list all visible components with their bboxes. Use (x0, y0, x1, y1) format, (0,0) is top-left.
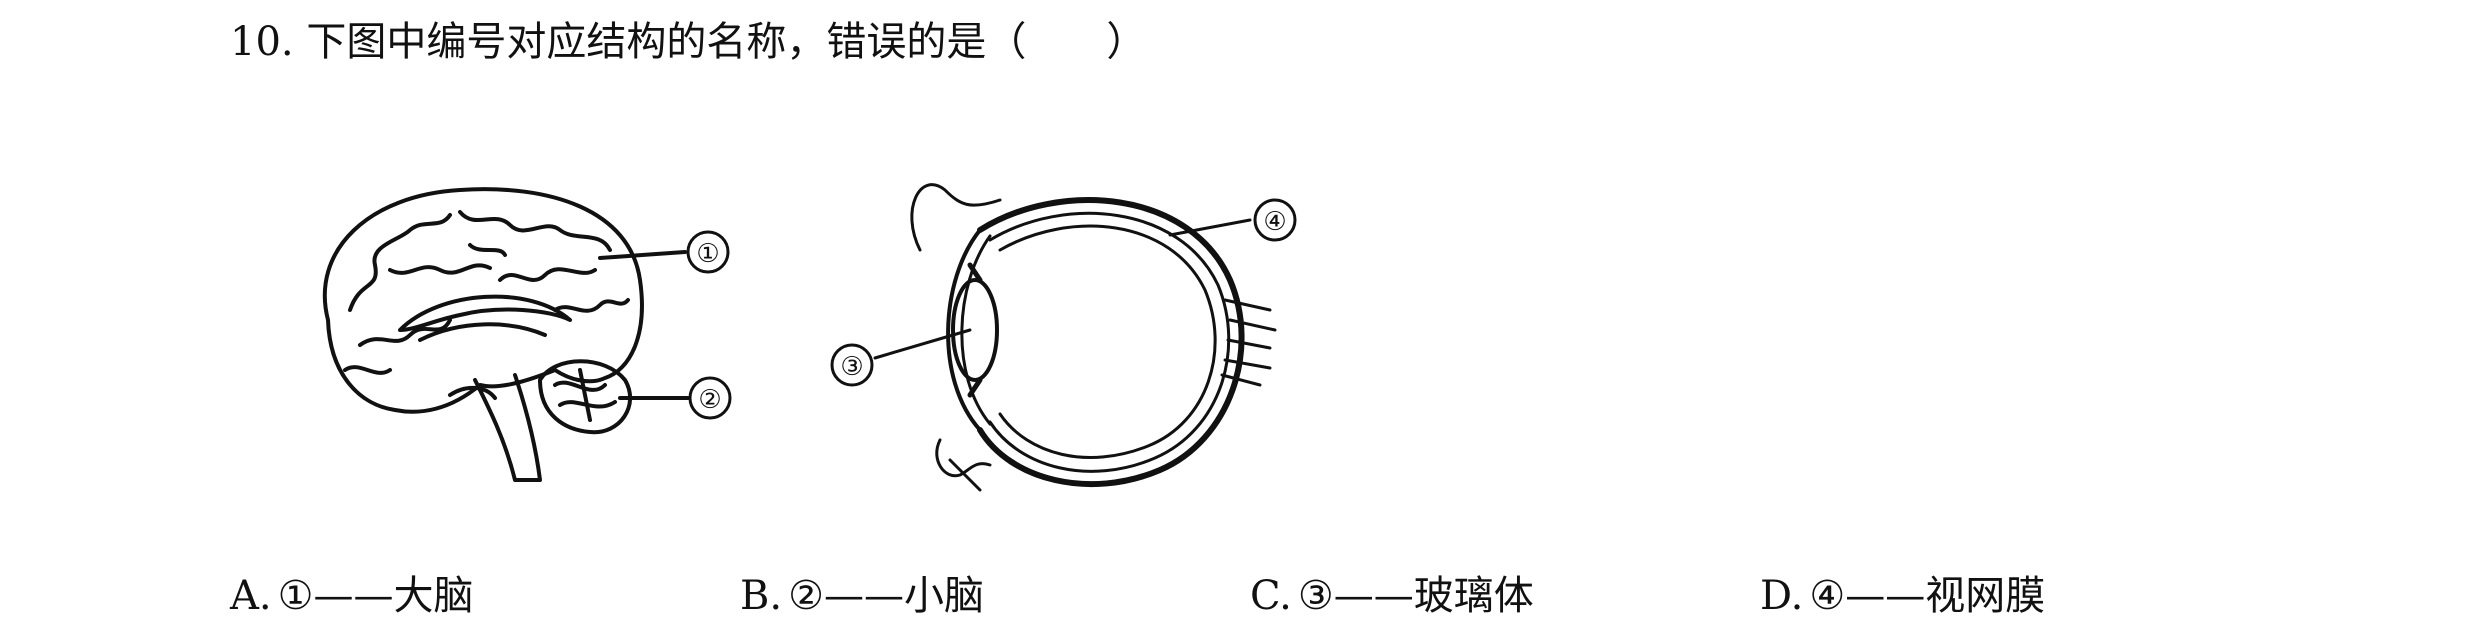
optic-nerve (1225, 300, 1270, 310)
brain-label-1: ① (696, 239, 719, 269)
option-b-text: ②——小脑 (788, 573, 984, 619)
option-a[interactable]: A.①——大脑 (230, 568, 473, 624)
option-b[interactable]: B.②——小脑 (740, 568, 984, 624)
option-c-letter: C. (1250, 573, 1292, 619)
option-a-letter: A. (230, 573, 272, 619)
retina (1000, 226, 1215, 457)
cerebrum-outline (325, 189, 642, 412)
option-b-letter: B. (740, 573, 782, 619)
option-d-text: ④——视网膜 (1809, 573, 2045, 619)
question-stem: 10. 下图中编号对应结构的名称，错误的是（ ） (230, 14, 1146, 70)
sclera (980, 200, 1242, 484)
brain-diagram: ① ② (300, 170, 740, 520)
question-text: 下图中编号对应结构的名称，错误的是（ ） (306, 19, 1146, 65)
answer-options: A.①——大脑 B.②——小脑 C.③——玻璃体 D.④——视网膜 (0, 568, 2480, 628)
eye-diagram: ③ ④ (830, 170, 1310, 500)
option-d-letter: D. (1760, 573, 1803, 619)
question-number: 10. (230, 19, 294, 65)
eye-label-4: ④ (1263, 207, 1286, 237)
lens (953, 280, 997, 380)
option-a-text: ①——大脑 (278, 573, 474, 619)
option-c[interactable]: C.③——玻璃体 (1250, 568, 1534, 624)
option-d[interactable]: D.④——视网膜 (1760, 568, 2045, 624)
option-c-text: ③——玻璃体 (1298, 573, 1534, 619)
choroid (990, 213, 1229, 471)
lower-eyelid (937, 440, 990, 476)
eye-label-3: ③ (840, 352, 863, 382)
brain-label-2: ② (698, 385, 721, 415)
